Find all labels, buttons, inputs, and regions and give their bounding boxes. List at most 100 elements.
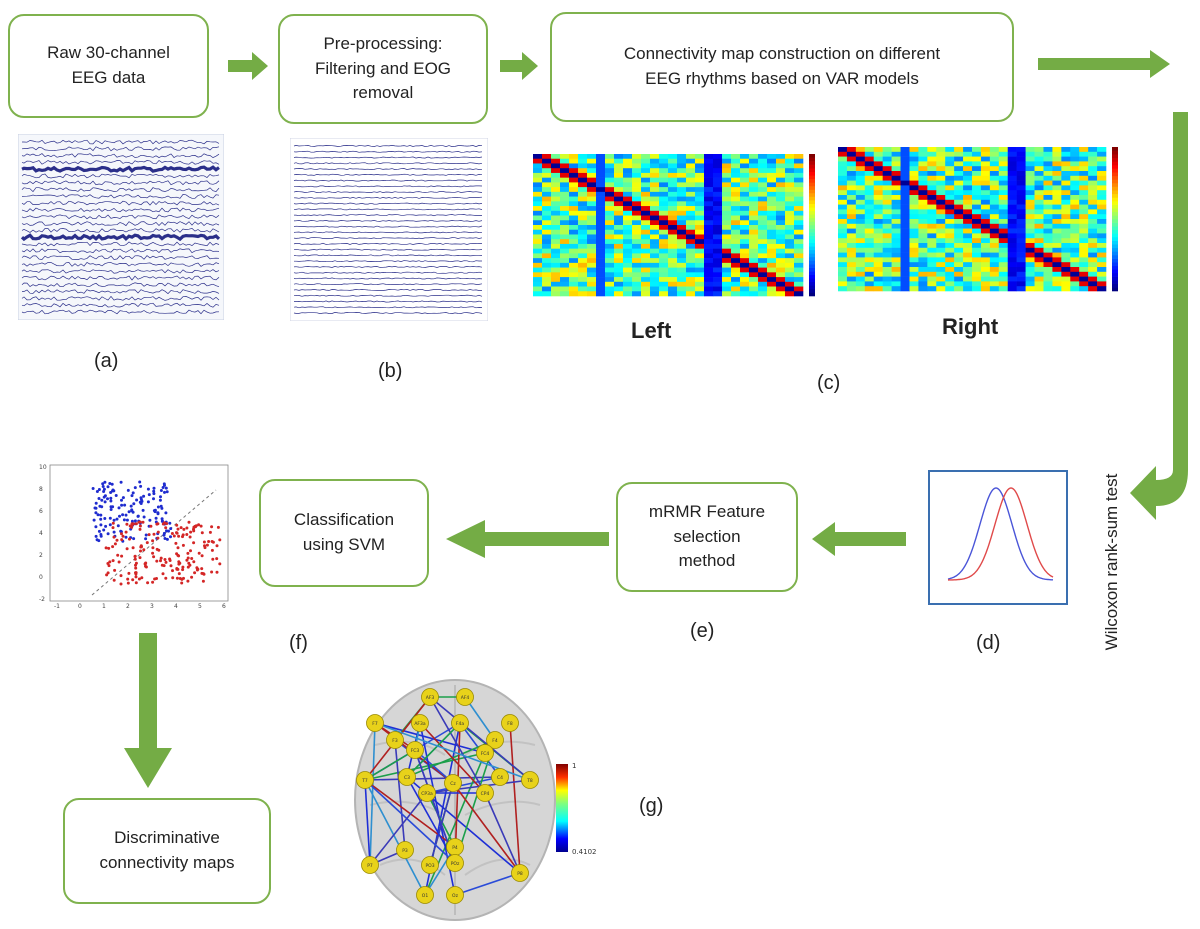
scatter-point-red: [156, 522, 160, 526]
heatmap-cell: [650, 191, 660, 197]
heatmap-cell: [873, 223, 883, 229]
heatmap-cell: [686, 172, 696, 178]
heatmap-cell: [785, 196, 795, 202]
heatmap-cell: [767, 281, 777, 287]
heatmap-cell: [596, 154, 606, 160]
heatmap-cell: [918, 262, 928, 268]
heatmap-cell: [776, 258, 786, 264]
eeg-trace: [294, 185, 483, 188]
heatmap-colorbar-cell: [809, 228, 815, 233]
heatmap-cell: [945, 171, 955, 177]
heatmap-cell: [864, 199, 875, 205]
heatmap-cell: [891, 238, 901, 244]
scatter-point-blue: [97, 488, 101, 491]
heatmap-cell: [578, 210, 588, 216]
heatmap-cell: [1016, 252, 1026, 258]
scatter-point-red: [142, 548, 146, 552]
scatter-point-red: [143, 562, 147, 566]
brain-node: [486, 731, 504, 749]
heatmap-cell: [1025, 223, 1035, 229]
heatmap-cell: [569, 291, 579, 297]
heatmap-cell: [641, 258, 651, 264]
heatmap-cell: [533, 191, 543, 197]
heatmap-cell: [927, 151, 937, 157]
heatmap-cell: [560, 225, 570, 231]
heatmap-cell: [632, 210, 642, 216]
scatter-point-blue: [168, 521, 172, 525]
heatmap-cell: [542, 281, 552, 287]
heatmap-cell: [1070, 195, 1080, 201]
heatmap-cell: [1025, 190, 1035, 196]
heatmap-cell: [909, 151, 919, 157]
heatmap-cell: [668, 182, 678, 188]
heatmap-cell: [767, 215, 777, 221]
heatmap-cell: [1025, 209, 1035, 215]
heatmap-cell: [704, 248, 714, 254]
heatmap-cell: [1052, 247, 1062, 253]
heatmap-cell: [1016, 243, 1026, 249]
heatmap-cell: [560, 272, 570, 278]
heatmap-cell: [776, 220, 786, 226]
eeg-trace: [293, 242, 483, 245]
heatmap-cell: [587, 182, 597, 188]
scatter-point-red: [134, 566, 138, 570]
heatmap-cell: [731, 267, 741, 273]
scatter-point-red: [176, 546, 180, 550]
heatmap-cell: [873, 286, 883, 292]
heatmap-cell: [927, 185, 937, 191]
heatmap-cell: [533, 168, 543, 174]
heatmap-cell: [936, 156, 946, 162]
scatter-point-red: [189, 530, 193, 534]
heatmap-cell: [945, 204, 955, 210]
heatmap-cell: [1079, 190, 1089, 196]
heatmap-colorbar-cell: [1112, 175, 1118, 180]
heatmap-cell: [740, 225, 750, 231]
heatmap-cell: [998, 171, 1009, 177]
heatmap-cell: [963, 267, 973, 273]
heatmap-cell: [668, 253, 678, 259]
heatmap-cell: [605, 225, 615, 231]
heatmap-cell: [704, 196, 714, 202]
heatmap-cell: [587, 291, 597, 297]
heatmap-cell: [954, 219, 964, 225]
scatter-point-red: [177, 572, 181, 576]
scatter-point-red: [190, 557, 194, 560]
scatter-point-red: [138, 527, 142, 531]
heatmap-cell: [1088, 161, 1098, 167]
eeg-trace: [22, 139, 220, 145]
heatmap-cell: [785, 281, 795, 287]
heatmap-cell: [1070, 161, 1080, 167]
scatter-point-blue: [101, 485, 105, 488]
heatmap-cell: [758, 191, 768, 197]
heatmap-cell: [749, 243, 759, 249]
heatmap-cell: [891, 195, 901, 201]
scatter-point-blue: [138, 480, 142, 484]
heatmap-cell: [731, 163, 741, 169]
scatter-point-blue: [162, 531, 166, 535]
heatmap-cell: [686, 206, 696, 212]
heatmap-cell: [1034, 276, 1044, 282]
heatmap-cell: [659, 206, 669, 212]
heatmap-cell: [785, 177, 795, 183]
heatmap-cell: [1061, 147, 1071, 153]
heatmap-cell: [533, 243, 543, 249]
heatmap-cell: [927, 219, 937, 225]
heatmap-cell: [569, 182, 579, 188]
heatmap-cell: [749, 201, 759, 207]
heatmap-cell: [713, 163, 723, 169]
heatmap-cell: [704, 281, 714, 287]
scatter-point-red: [164, 526, 168, 530]
heatmap-cell: [578, 277, 588, 283]
heatmap-cell: [1016, 166, 1026, 172]
heatmap-cell: [1034, 257, 1044, 263]
heatmap-cell: [659, 210, 669, 216]
heatmap-cell: [1097, 271, 1107, 277]
heatmap-cell: [963, 171, 973, 177]
heatmap-cell: [909, 252, 919, 258]
heatmap-cell: [650, 163, 660, 169]
heatmap-cell: [686, 239, 696, 245]
heatmap-cell: [1079, 262, 1089, 268]
heatmap-cell: [758, 267, 768, 273]
heatmap-colorbar-cell: [809, 221, 815, 226]
heatmap-cell: [632, 177, 642, 183]
